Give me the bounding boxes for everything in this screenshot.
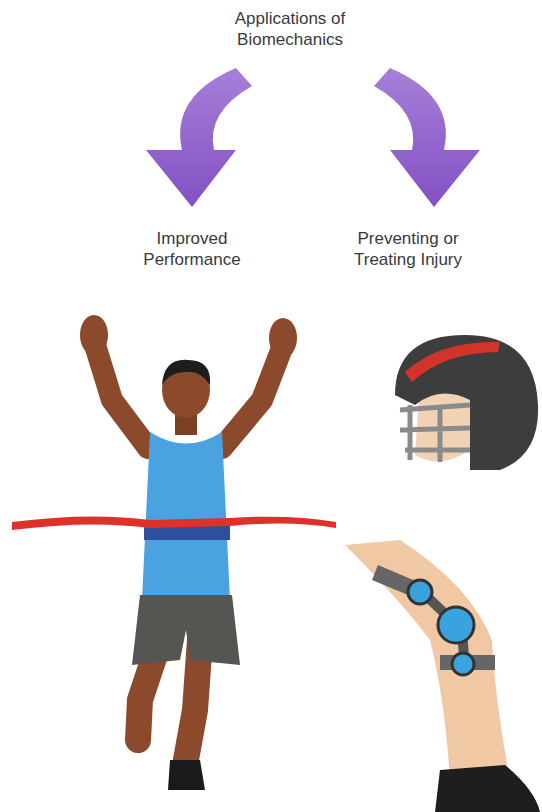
shoe <box>435 765 540 812</box>
shoe <box>168 760 205 790</box>
brace-hinge <box>452 653 474 675</box>
hand <box>80 315 108 355</box>
shorts <box>132 595 240 665</box>
helmet-stripe <box>405 342 500 382</box>
hand <box>269 318 297 358</box>
curved-arrow <box>374 68 480 207</box>
branch-label: Improved Performance <box>122 228 262 270</box>
helmet-shell <box>395 335 538 470</box>
brace-hinge <box>408 580 432 604</box>
branch-label: Preventing or Treating Injury <box>328 228 488 270</box>
arm <box>95 345 148 448</box>
finish-ribbon <box>12 516 336 530</box>
leg <box>345 540 510 780</box>
brace-hinge <box>438 607 474 643</box>
tank-top <box>142 432 230 600</box>
knee-brace-leg <box>345 540 540 812</box>
arm <box>222 348 282 448</box>
football-helmet <box>395 335 538 470</box>
curved-arrow <box>146 68 252 207</box>
face-mask <box>400 405 470 462</box>
diagram-title: Applications of Biomechanics <box>200 8 380 50</box>
runner-figure <box>12 315 336 790</box>
hair <box>162 360 210 385</box>
